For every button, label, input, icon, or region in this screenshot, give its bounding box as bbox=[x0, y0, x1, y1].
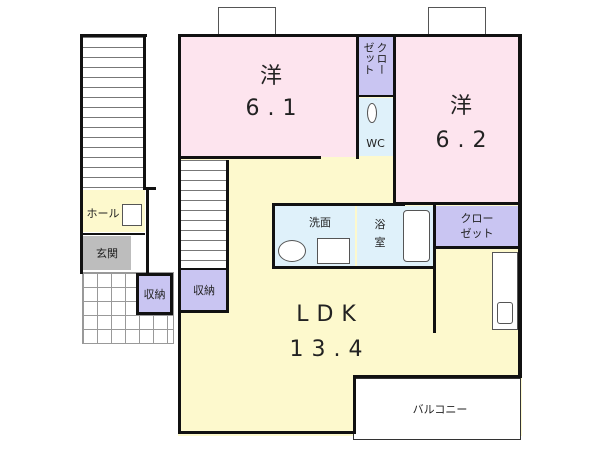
wall bbox=[353, 375, 522, 378]
wall bbox=[143, 34, 146, 188]
wall bbox=[396, 202, 518, 205]
wall bbox=[272, 266, 435, 269]
hall-label: ホール bbox=[86, 207, 120, 220]
wall bbox=[393, 37, 396, 203]
western-room-1-type: 洋 bbox=[259, 64, 290, 89]
wall bbox=[358, 95, 393, 97]
wall bbox=[353, 375, 356, 434]
balcony bbox=[353, 378, 521, 440]
ldk-size: 13.4 bbox=[289, 337, 371, 362]
window-bay-left bbox=[218, 7, 276, 35]
wash-basin bbox=[278, 240, 306, 262]
ldk-type: LDK bbox=[296, 302, 364, 327]
wall bbox=[272, 203, 405, 206]
storage-entry bbox=[139, 276, 170, 312]
western-room-1-size: 6.1 bbox=[245, 96, 305, 121]
wall bbox=[226, 160, 229, 312]
western-room-2 bbox=[396, 37, 518, 203]
bathroom-label-2: 室 bbox=[374, 236, 386, 249]
western-room-2-size: 6.2 bbox=[435, 128, 495, 153]
wall bbox=[80, 34, 147, 37]
wall bbox=[518, 34, 522, 378]
storage-inner bbox=[181, 270, 227, 310]
closet-top-label-2: ゼット bbox=[362, 42, 375, 75]
closet-right-label-2: ゼット bbox=[460, 227, 494, 240]
closet-top bbox=[358, 37, 393, 95]
wall bbox=[83, 233, 145, 235]
western-room-1 bbox=[181, 37, 356, 157]
washroom-label: 洗面 bbox=[309, 216, 331, 229]
wall bbox=[80, 34, 83, 274]
wall bbox=[181, 268, 229, 270]
wall bbox=[181, 310, 229, 313]
wall bbox=[272, 203, 275, 269]
wall bbox=[181, 156, 321, 159]
closet-right-label-1: クロー bbox=[460, 212, 494, 225]
closet-right bbox=[436, 206, 518, 247]
wall bbox=[433, 203, 436, 333]
shoe-box bbox=[122, 204, 142, 226]
bathtub bbox=[403, 210, 430, 262]
storage-inner-label: 収納 bbox=[193, 284, 215, 297]
wall bbox=[436, 246, 518, 249]
balcony-label: バルコニー bbox=[412, 403, 468, 416]
entrance-label: 玄関 bbox=[96, 247, 118, 260]
western-room-2-type: 洋 bbox=[449, 94, 480, 119]
closet-top-label-1: クロー bbox=[375, 42, 388, 75]
wall bbox=[136, 273, 139, 314]
entry-stairs bbox=[83, 37, 143, 190]
wall bbox=[178, 34, 181, 434]
wall bbox=[356, 37, 359, 159]
wc-label: WC bbox=[366, 137, 385, 150]
wall bbox=[178, 431, 356, 434]
washer-space bbox=[317, 238, 350, 264]
wall bbox=[178, 34, 522, 37]
window-bay-right bbox=[428, 7, 486, 35]
inner-stairs bbox=[181, 160, 226, 268]
bathroom-label-1: 浴 bbox=[374, 218, 386, 231]
wall bbox=[170, 273, 173, 314]
entrance bbox=[83, 236, 131, 270]
wall bbox=[143, 187, 156, 190]
wall bbox=[136, 273, 173, 276]
kitchen-sink bbox=[497, 302, 513, 324]
wall bbox=[136, 312, 173, 315]
storage-entry-label: 収納 bbox=[143, 288, 166, 301]
kitchen-counter bbox=[492, 252, 518, 330]
wall bbox=[146, 187, 149, 273]
toilet bbox=[367, 103, 377, 123]
